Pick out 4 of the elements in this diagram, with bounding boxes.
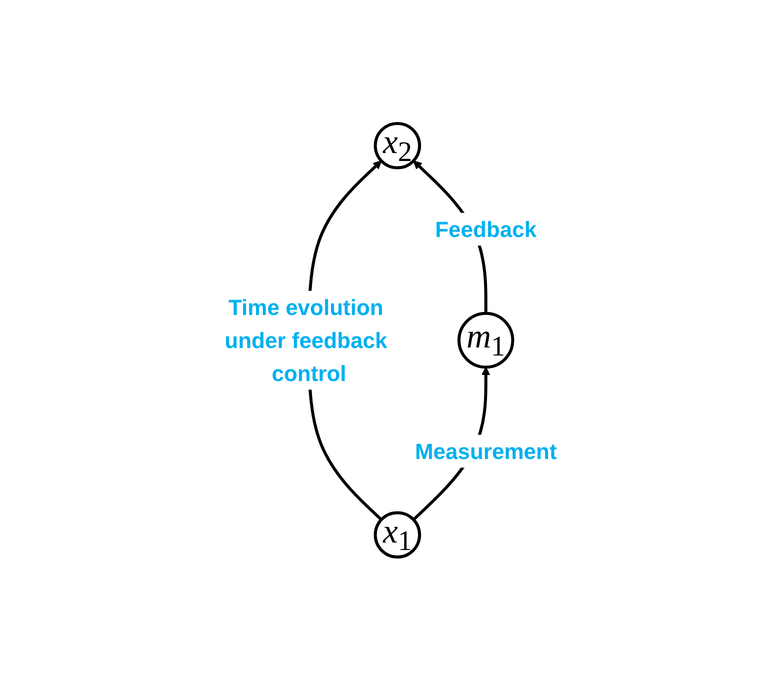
edge-label: Time evolution under feedback control (224, 295, 387, 386)
edge-label: Measurement (414, 438, 556, 464)
edge-label: Feedback (434, 217, 536, 242)
node-circle: m$_{1}$ (457, 312, 514, 369)
